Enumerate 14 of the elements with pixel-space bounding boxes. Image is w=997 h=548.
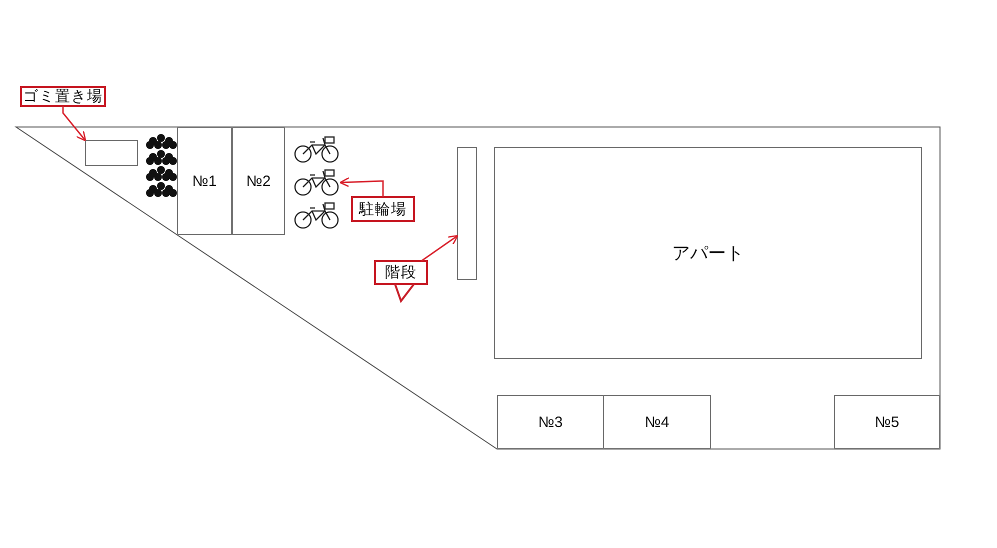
callout-label: ゴミ置き場 — [20, 86, 106, 107]
building-outline: アパート — [494, 147, 922, 359]
stair-outline — [457, 147, 477, 280]
parking-space: №5 — [834, 395, 940, 449]
parking-space: №3 — [497, 395, 604, 449]
bicycle-drawing — [292, 136, 341, 229]
leader-arrow — [420, 234, 458, 262]
parking-space: №1 — [177, 127, 232, 235]
callout-label: 駐輪場 — [351, 196, 415, 222]
parking-space: №4 — [603, 395, 711, 449]
leader-arrow — [339, 177, 384, 196]
leader-arrow — [62, 107, 86, 142]
garbage-area — [85, 140, 138, 166]
parking-space: №2 — [232, 127, 285, 235]
